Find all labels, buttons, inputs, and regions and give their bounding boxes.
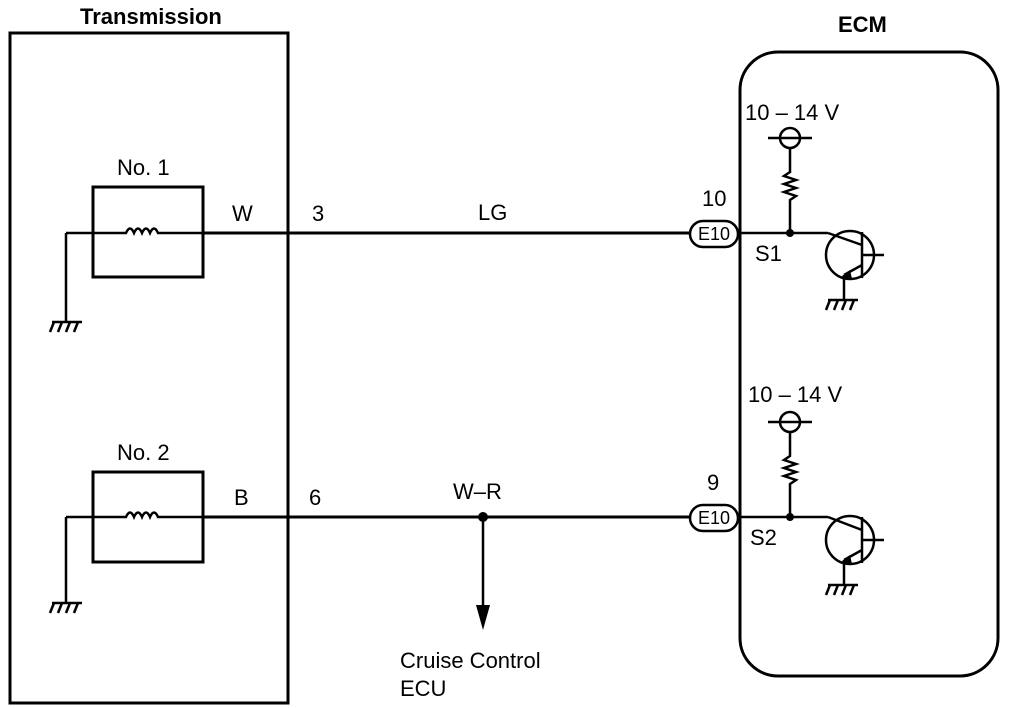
ecm-circuit-s2: S2 10 – 14 V <box>738 382 884 596</box>
transistor-icon <box>824 514 884 585</box>
transistor-icon <box>824 229 884 300</box>
terminal-s1: S1 <box>755 241 782 266</box>
cruise-control-label-line2: ECU <box>400 676 446 701</box>
connector-1-code: E10 <box>698 224 730 244</box>
terminal-s2: S2 <box>750 525 777 550</box>
ground-icon <box>824 583 858 596</box>
cruise-control-label-line1: Cruise Control <box>400 648 541 673</box>
connector-2-pin: 9 <box>707 470 719 495</box>
wire-1-color-inner: W <box>232 201 253 226</box>
solenoid-1: No. 1 W 3 <box>48 155 324 333</box>
pin-2-label: 6 <box>309 485 321 510</box>
solenoid-1-ground-wire <box>64 231 93 322</box>
transmission-title: Transmission <box>80 4 222 29</box>
cruise-control-branch: Cruise Control ECU <box>400 512 541 701</box>
resistor-icon <box>780 432 800 517</box>
transmission-block: Transmission <box>8 4 290 705</box>
connector-2: E10 9 <box>688 470 740 533</box>
solenoid-2-coil-icon <box>93 511 203 521</box>
ecm-title: ECM <box>838 12 887 37</box>
wire-2-color-inner: B <box>234 485 249 510</box>
resistor-icon <box>780 148 800 233</box>
transmission-outline <box>8 31 290 705</box>
pin-1-label: 3 <box>312 201 324 226</box>
s2-voltage: 10 – 14 V <box>748 382 843 407</box>
ecm-circuit-s1: S1 10 – 14 V <box>738 100 884 311</box>
connector-2-code: E10 <box>698 508 730 528</box>
solenoid-1-coil-icon <box>93 227 203 237</box>
ground-icon <box>48 601 82 614</box>
connector-1-pin: 10 <box>702 186 726 211</box>
ecm-block: ECM <box>738 12 1000 678</box>
solenoid-2-ground-wire <box>64 515 93 603</box>
connector-1: E10 10 <box>688 186 740 249</box>
wire-1-color: LG <box>478 200 507 225</box>
arrow-down-icon <box>476 605 490 630</box>
solenoid-2-label: No. 2 <box>117 440 170 465</box>
ecm-outline <box>738 50 1000 678</box>
solenoid-2: No. 2 B 6 <box>48 440 321 614</box>
ground-icon <box>48 320 82 333</box>
ground-icon <box>824 298 858 311</box>
wire-2-color: W–R <box>453 479 502 504</box>
solenoid-1-label: No. 1 <box>117 155 170 180</box>
s1-voltage: 10 – 14 V <box>745 100 840 125</box>
